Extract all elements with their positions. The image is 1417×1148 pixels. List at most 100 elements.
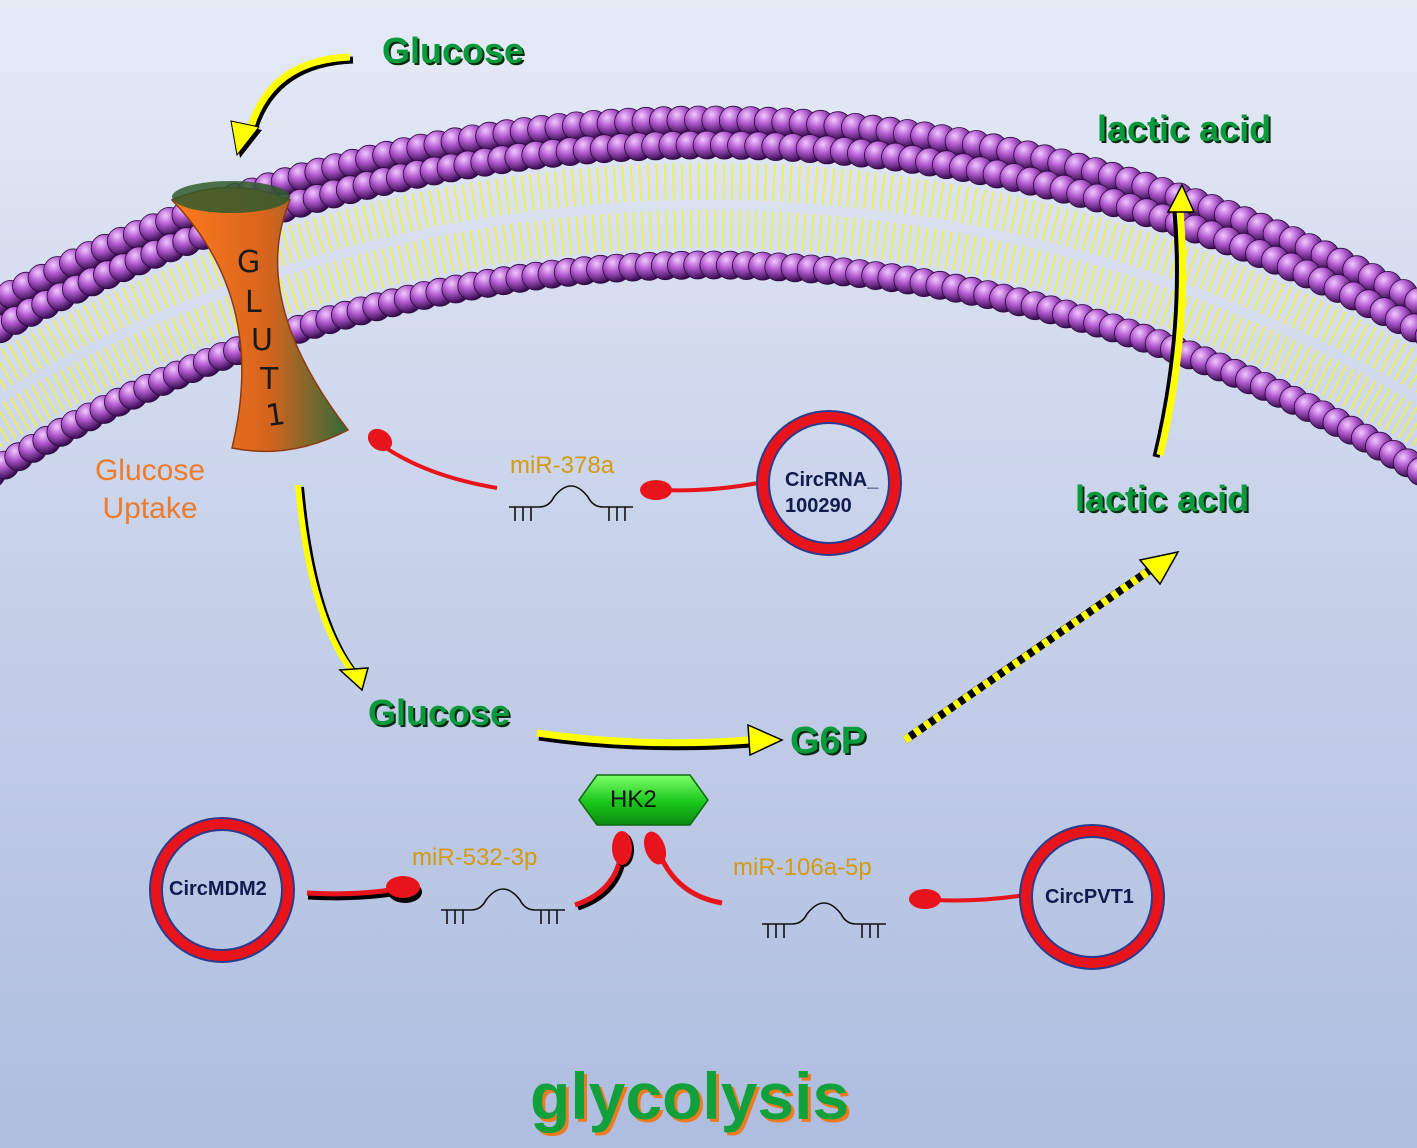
- lipid-tail: [624, 212, 629, 251]
- lipid-tail: [1057, 208, 1069, 245]
- lipid-tail: [437, 236, 447, 274]
- lipid-tail: [1292, 346, 1311, 382]
- lipid-tail: [168, 267, 185, 303]
- lipid-head: [1399, 313, 1417, 343]
- lipid-tail: [1184, 248, 1199, 284]
- lipid-tail: [985, 191, 995, 229]
- lipid-tail: [1014, 246, 1025, 284]
- lipid-tail: [905, 224, 913, 263]
- lipid-tail: [960, 234, 969, 273]
- lipid-tail: [613, 166, 618, 204]
- inhibition-mir532-hk2: [574, 831, 634, 911]
- lipid-tail: [873, 220, 880, 259]
- lipid-tail: [45, 324, 65, 358]
- lipid-tail: [294, 272, 308, 310]
- glucose-extracellular-label: Glucose: [382, 30, 525, 71]
- lipid-tail: [1283, 290, 1301, 325]
- lipid-tail: [983, 239, 993, 277]
- lipid-tail: [993, 193, 1003, 230]
- lipid-tail: [821, 167, 827, 205]
- lipid-tail: [106, 294, 124, 329]
- lipid-tail: [1152, 237, 1167, 274]
- lipid-tail: [1219, 313, 1236, 350]
- lipid-tail: [838, 169, 844, 207]
- lipid-tail: [280, 227, 294, 264]
- lipid-tail: [805, 166, 810, 204]
- lipid-tail: [1227, 316, 1244, 353]
- lipid-tail: [1045, 254, 1057, 292]
- hk2-enzyme-shape: [578, 774, 709, 826]
- lipid-tail: [621, 165, 626, 203]
- circmdm2-label: CircMDM2: [169, 878, 267, 900]
- lipid-tail: [137, 280, 154, 316]
- lipid-tail: [936, 182, 945, 220]
- lipid-tail: [545, 172, 552, 209]
- lipid-tail: [825, 215, 831, 254]
- lipid-tail: [126, 336, 144, 373]
- circpvt1-label: CircPVT1: [1045, 886, 1134, 908]
- lipid-tail: [478, 181, 486, 219]
- lipid-tail: [794, 212, 799, 251]
- lipid-tail: [1145, 284, 1159, 322]
- lipid-tail: [542, 219, 549, 258]
- lipid-tail: [193, 307, 210, 344]
- lipid-tail: [286, 274, 300, 312]
- lipid-tail: [928, 180, 936, 218]
- lipid-tail: [1365, 331, 1384, 365]
- lipid-tail: [420, 191, 429, 229]
- lipid-tail: [405, 243, 416, 281]
- lipid-tail: [1144, 234, 1159, 271]
- lipid-tail: [895, 175, 903, 213]
- lipid-tail: [649, 211, 653, 250]
- lipid-tail: [977, 189, 986, 227]
- lipid-tail: [153, 273, 169, 309]
- lipid-tail: [302, 270, 315, 307]
- lipid-tail: [968, 235, 977, 274]
- lipid-tail: [1114, 274, 1128, 312]
- lipid-tail: [24, 389, 45, 423]
- lipid-tail: [722, 210, 725, 249]
- lipid-tail: [1113, 224, 1126, 261]
- lipid-tail: [511, 176, 519, 214]
- lipid-tail: [1089, 217, 1102, 254]
- lipid-tail: [192, 258, 208, 294]
- lipid-tail: [889, 222, 896, 261]
- lipid-tail: [436, 188, 446, 226]
- lipid-tail: [1256, 329, 1274, 365]
- mir-378a-label: miR-378a: [510, 452, 615, 479]
- lipid-tail: [337, 211, 349, 248]
- lipid-tail: [1328, 365, 1348, 400]
- lipid-tail: [1041, 204, 1053, 241]
- lipid-tail: [216, 299, 232, 336]
- lipid-tail: [163, 320, 181, 357]
- lipid-tail: [788, 165, 793, 203]
- lipid-tail: [81, 358, 101, 393]
- lipid-tail: [554, 171, 560, 209]
- lipid-tail: [15, 340, 35, 374]
- lipid-tail: [1053, 256, 1065, 294]
- lipid-tail: [936, 230, 945, 268]
- lipid-tail: [664, 163, 667, 201]
- lipid-tail: [944, 231, 953, 270]
- lipid-tail: [445, 186, 454, 224]
- lipid-tail: [413, 241, 423, 279]
- lipid-tail: [133, 333, 151, 369]
- lipid-tail: [1204, 307, 1221, 344]
- lipid-tail: [461, 231, 470, 270]
- lipid-tail: [403, 195, 413, 232]
- lipid-tail: [9, 397, 31, 432]
- lipid-tail: [537, 173, 544, 210]
- lipid-tail: [453, 233, 463, 271]
- lipid-tail: [764, 164, 768, 202]
- lipid-tail: [1291, 293, 1308, 328]
- lipid-tail: [1398, 405, 1417, 439]
- lipid-tail: [599, 214, 605, 253]
- lipid-tail: [0, 361, 14, 386]
- lipid-tail: [373, 250, 385, 288]
- lipid-tail: [1129, 229, 1142, 266]
- lipid-tail: [841, 216, 848, 255]
- lipid-tail: [754, 210, 758, 249]
- lipid-tail: [780, 164, 785, 202]
- lipid-tail: [176, 264, 192, 300]
- lipid-tail: [952, 232, 961, 271]
